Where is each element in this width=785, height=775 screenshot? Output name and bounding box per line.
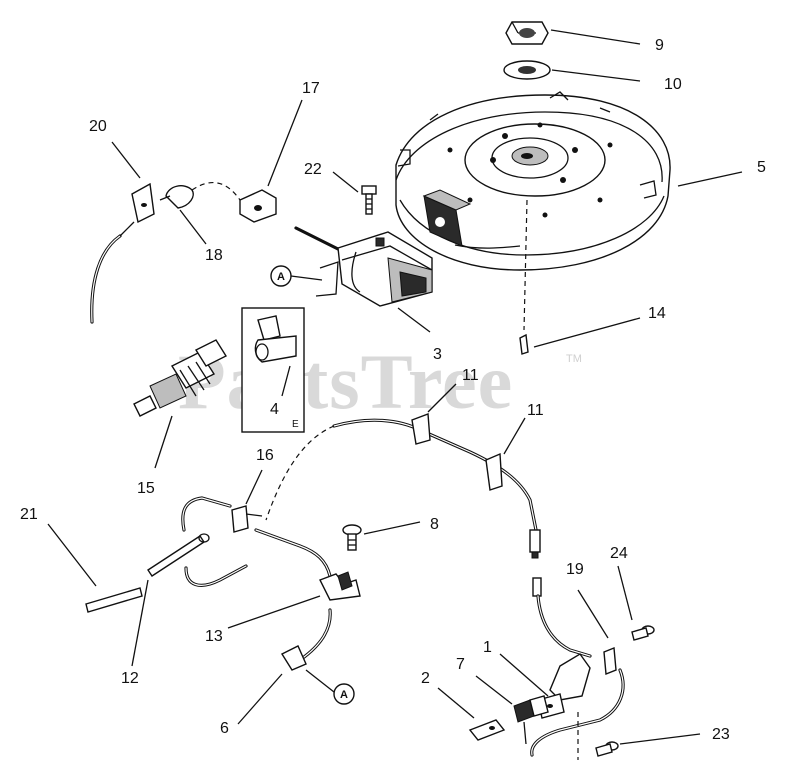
leader-22 [332, 171, 359, 193]
watermark-text: PartsTree [178, 338, 513, 425]
leader-20 [111, 141, 141, 179]
callout-4: 4 [270, 401, 279, 418]
watermark-trademark: TM [566, 353, 582, 365]
part-11-ground-wire[interactable] [332, 413, 541, 559]
callout-10: 10 [664, 76, 682, 93]
callout-18: 18 [205, 247, 223, 264]
leader-18 [179, 209, 207, 245]
callout-2: 2 [421, 670, 430, 687]
part-18-spark-plug-boot[interactable] [159, 185, 194, 209]
svg-text:A: A [277, 271, 285, 283]
part-2-plate[interactable] [468, 719, 506, 741]
boot-wire-dashed [191, 182, 241, 201]
callout-21: 21 [20, 506, 38, 523]
callout-9: 9 [655, 37, 664, 54]
leader-21 [47, 523, 97, 587]
callout-8: 8 [430, 516, 439, 533]
callout-16: 16 [256, 447, 274, 464]
ref-marker-a-bottom: A [305, 669, 355, 705]
callout-20: 20 [89, 118, 107, 135]
leader-14 [533, 317, 641, 348]
callout-5: 5 [757, 159, 766, 176]
callout-6: 6 [220, 720, 229, 737]
part-22-screw[interactable] [361, 185, 377, 215]
part-21-sleeve[interactable] [85, 587, 143, 613]
leader-12 [131, 579, 149, 667]
leader-3 [397, 307, 431, 333]
part-13-stop-switch-bracket[interactable] [254, 528, 361, 601]
callout-24: 24 [610, 545, 628, 562]
callout-17: 17 [302, 80, 320, 97]
callout-11b: 11 [527, 402, 544, 419]
callout-3: 3 [433, 346, 442, 363]
part-19-terminal[interactable] [603, 647, 617, 675]
leader-9 [550, 29, 641, 45]
part-16-connector[interactable] [231, 505, 263, 533]
part-7-stop-switch[interactable] [513, 695, 549, 745]
leader-16 [245, 469, 263, 505]
part-6-stop-wire[interactable] [280, 608, 332, 671]
leader-23 [619, 733, 701, 745]
leader-10 [551, 69, 641, 82]
leader-6 [237, 673, 283, 725]
part-17-ground-bracket[interactable] [239, 189, 277, 223]
callout-7: 7 [456, 656, 465, 673]
part-14-flywheel-key[interactable] [519, 333, 529, 355]
callout-23: 23 [712, 726, 730, 743]
lower-harness-wire[interactable] [530, 577, 625, 760]
part-8-screw[interactable] [342, 524, 362, 551]
leader-19 [577, 589, 609, 639]
leader-8 [363, 521, 421, 535]
callout-19: 19 [566, 561, 584, 578]
leader-11a [427, 383, 457, 413]
flywheel-axis [523, 199, 528, 331]
part-24-screw[interactable] [631, 625, 655, 641]
callout-11a: 11 [462, 367, 479, 384]
part-3-ignition-module[interactable] [294, 226, 433, 307]
leader-15 [154, 415, 173, 469]
callout-1: 1 [483, 639, 492, 656]
inset-marker-e: E [292, 419, 299, 430]
leader-13 [227, 595, 321, 629]
callout-13: 13 [205, 628, 223, 645]
callout-22: 22 [304, 161, 322, 178]
svg-text:A: A [340, 689, 348, 701]
callout-14: 14 [648, 305, 666, 322]
callout-12: 12 [121, 670, 139, 687]
part-4-inset-box[interactable]: E [241, 307, 305, 433]
leader-17 [267, 99, 303, 187]
leader-24 [617, 565, 633, 621]
leader-2 [437, 687, 475, 719]
leader-5 [677, 171, 743, 187]
part-15-spark-plug[interactable] [133, 339, 228, 417]
ground-wire-dashed [265, 425, 335, 521]
callout-15: 15 [137, 480, 155, 497]
ref-marker-a-top: A [270, 265, 323, 287]
part-9-flywheel-nut[interactable] [505, 21, 549, 45]
leader-11b [503, 417, 526, 455]
part-10-washer[interactable] [503, 60, 551, 80]
part-20-terminal[interactable] [90, 182, 155, 324]
part-23-screw[interactable] [595, 741, 619, 757]
part-5-flywheel[interactable] [395, 91, 671, 271]
leader-1 [499, 653, 549, 697]
part-12-wire-harness[interactable] [147, 496, 248, 587]
leader-7 [475, 675, 513, 705]
